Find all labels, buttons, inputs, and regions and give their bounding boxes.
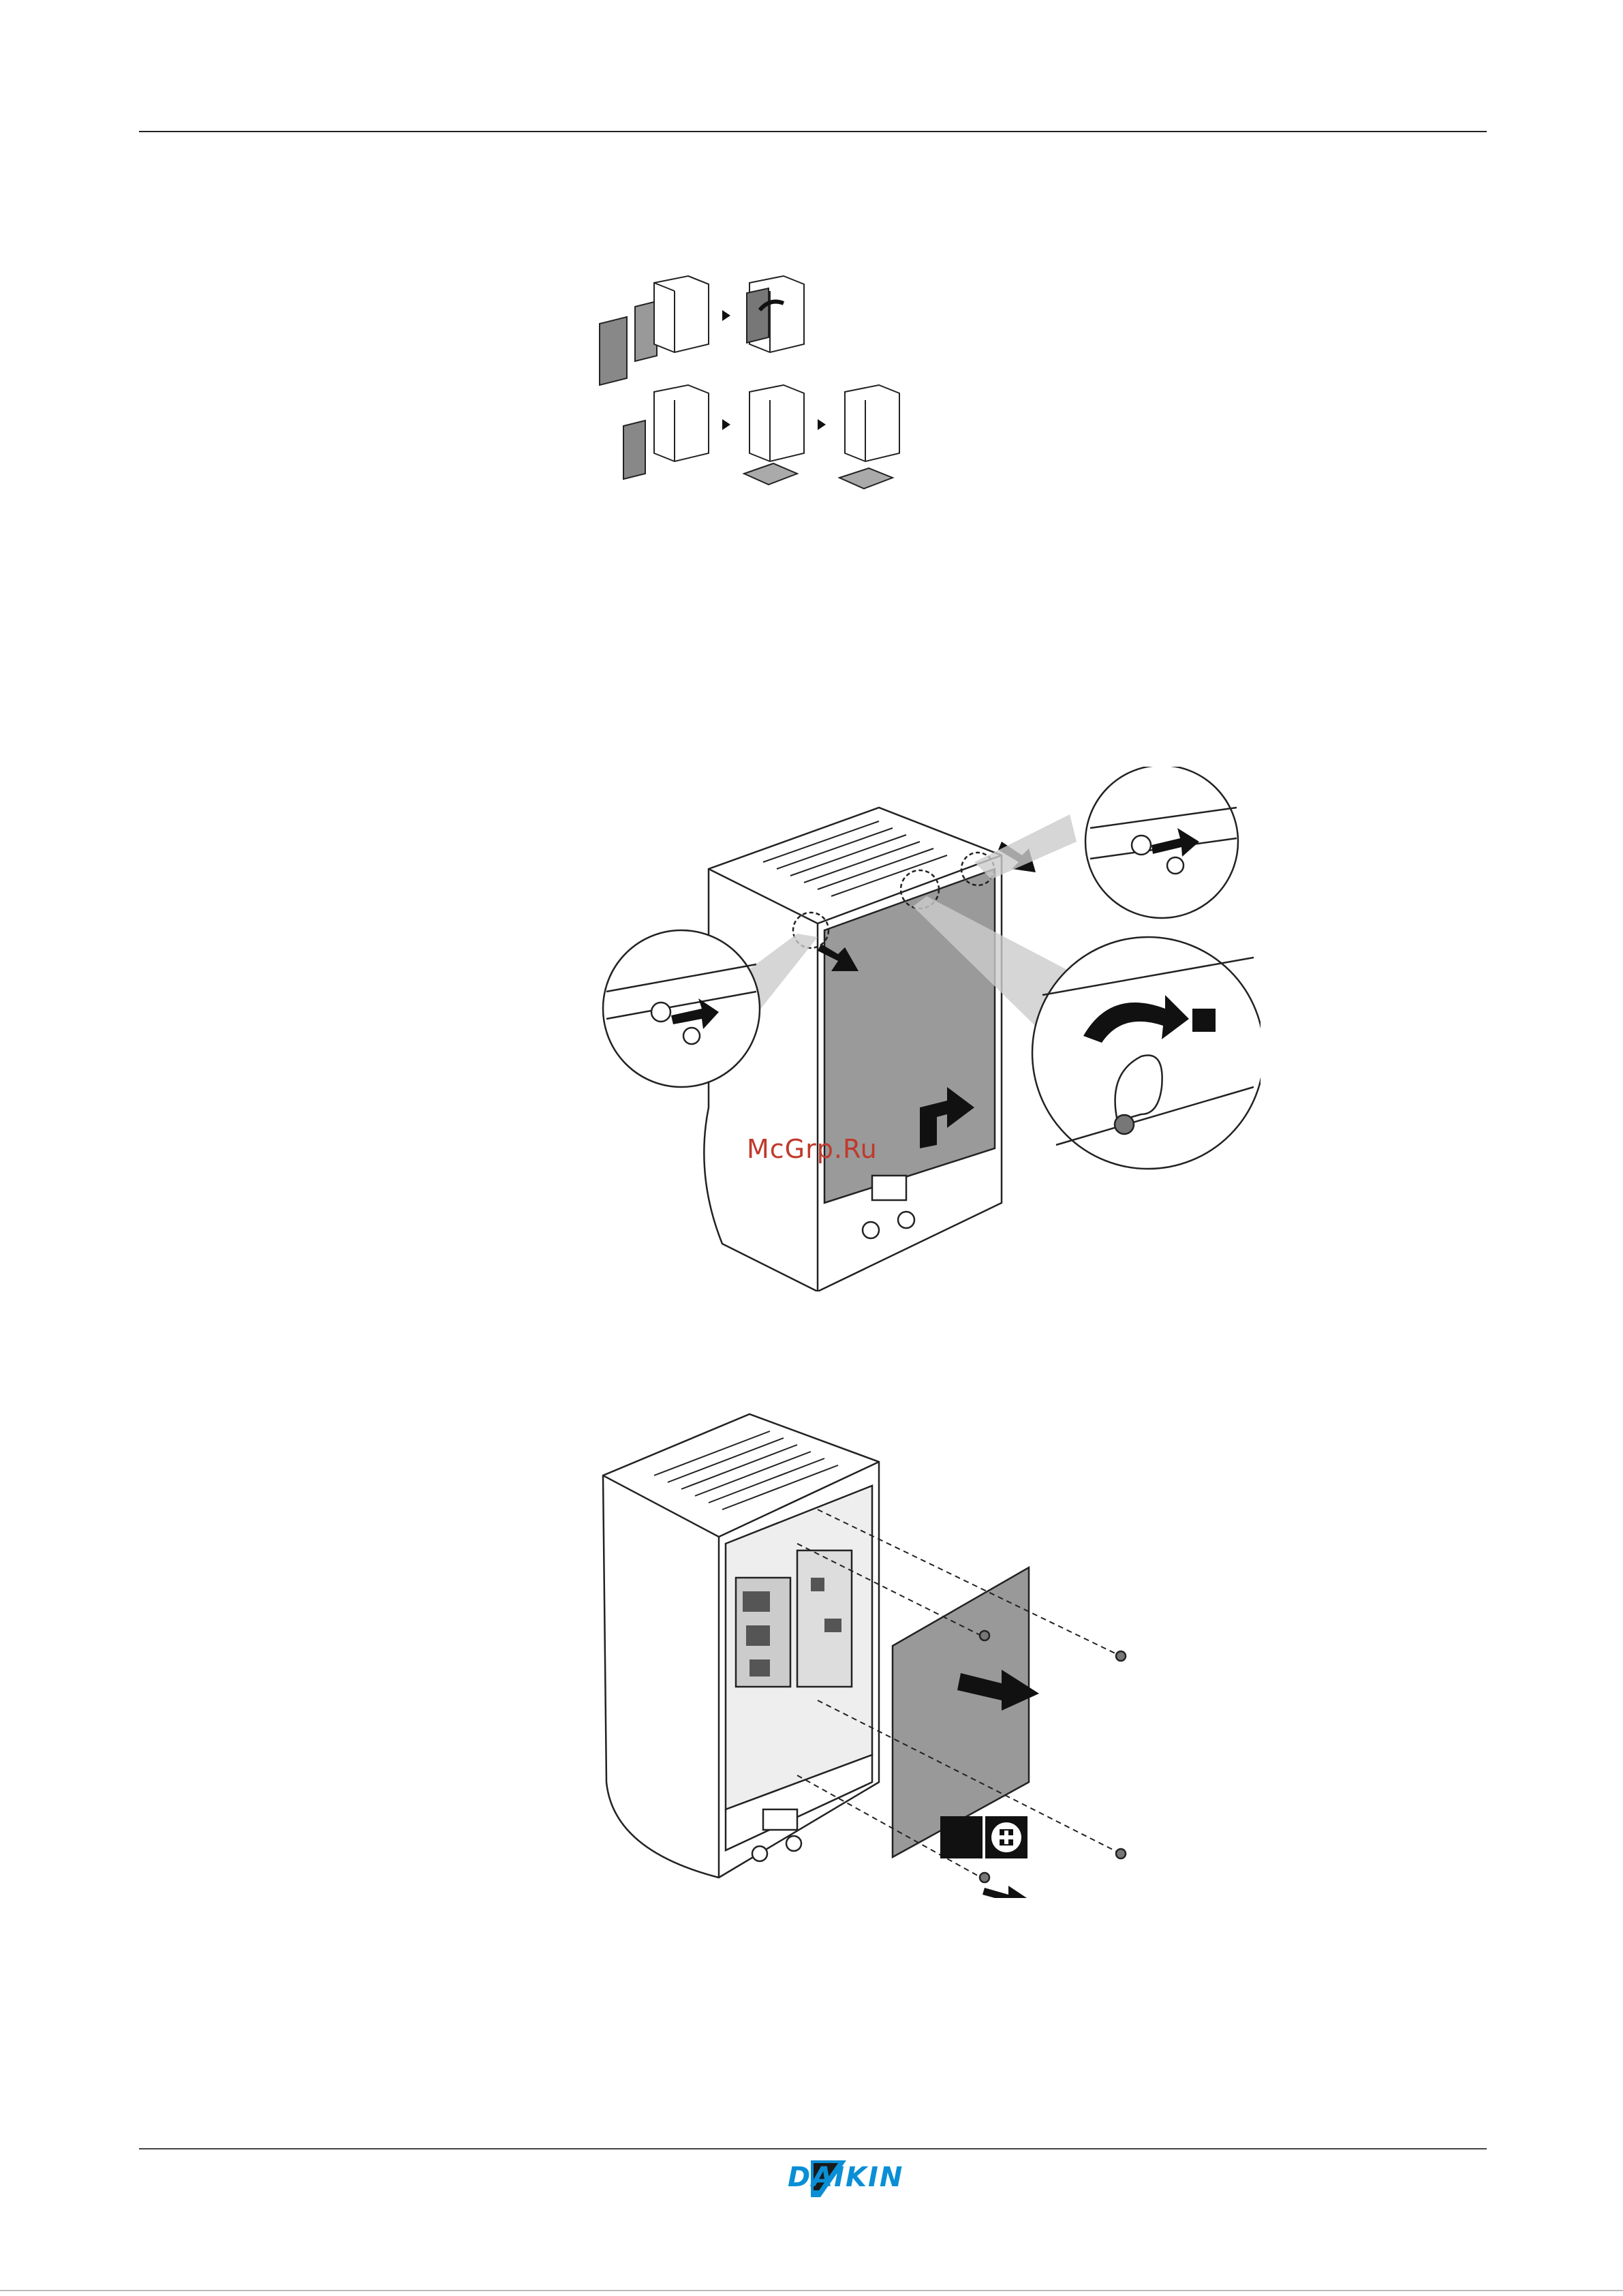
- footer-rule: [139, 2148, 1487, 2149]
- arrow-right-icon: [722, 310, 730, 321]
- removal-sequence-illustration: [593, 269, 913, 521]
- header-rule: [139, 131, 1487, 132]
- switch-box-cover-removal-illustration: [593, 1373, 1206, 1898]
- screw-icon: [651, 1002, 670, 1022]
- front-panel-removal-illustration: [593, 767, 1261, 1291]
- page-edge: [0, 2290, 1623, 2291]
- screw-icon: [1116, 1651, 1126, 1661]
- watermark-text: McGrp.Ru: [747, 1134, 878, 1164]
- panel-icon: [600, 317, 627, 385]
- brand-name: DAIKIN: [788, 2162, 903, 2193]
